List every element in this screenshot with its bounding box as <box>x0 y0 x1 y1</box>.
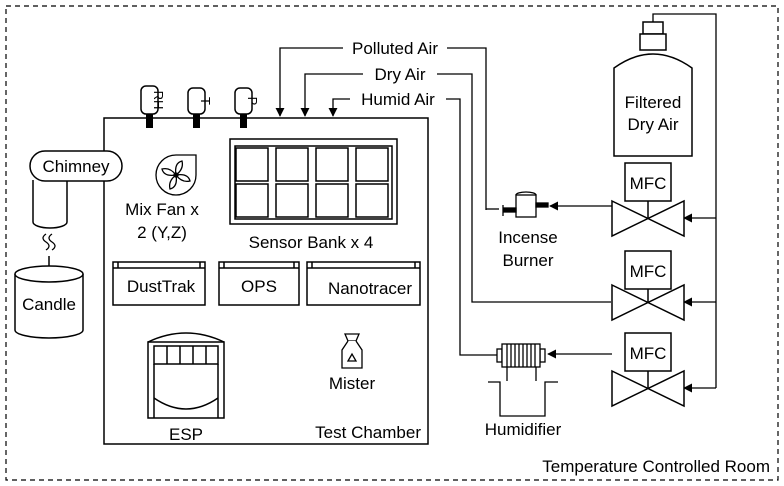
humid-air-line <box>328 98 498 356</box>
filtered-label-1: Filtered <box>625 93 682 112</box>
humidifier <box>488 343 558 417</box>
rh-sensor: RH <box>140 85 166 128</box>
mfc-3-label: MFC <box>630 344 667 363</box>
mix-fan-icon <box>155 154 197 196</box>
nanotracer-box <box>306 261 421 306</box>
polluted-air-label: Polluted Air <box>352 39 438 58</box>
room-boundary <box>5 5 779 481</box>
candle <box>14 256 84 339</box>
smoke-squiggle <box>42 233 56 251</box>
nanotracer-label: Nanotracer <box>328 279 412 298</box>
mfc-valve-2 <box>611 250 685 322</box>
test-chamber-box <box>103 117 429 445</box>
dry-air-label: Dry Air <box>375 65 426 84</box>
mix-fan-label-2: 2 (Y,Z) <box>137 223 187 242</box>
dry-air-line <box>300 73 611 303</box>
mister-label: Mister <box>329 374 376 393</box>
dusttrak-label: DustTrak <box>127 277 196 296</box>
mister-icon <box>341 333 363 369</box>
t-sensor: T <box>187 87 213 128</box>
incense-burner <box>502 191 549 218</box>
t-label: T <box>198 97 213 105</box>
supply-manifold <box>652 13 717 393</box>
rh-label: RH <box>151 91 166 110</box>
incense-label-2: Burner <box>502 251 553 270</box>
chimney-label: Chimney <box>42 157 110 176</box>
esp-device <box>147 332 225 419</box>
humidifier-label: Humidifier <box>485 420 562 439</box>
mfc-valve-3 <box>611 332 685 408</box>
esp-label: ESP <box>169 425 203 444</box>
mfc-1-label: MFC <box>630 174 667 193</box>
filtered-label-2: Dry Air <box>628 115 679 134</box>
p-sensor: P <box>234 87 260 128</box>
sensor-bank <box>229 138 398 225</box>
humid-air-label: Humid Air <box>361 90 435 109</box>
incense-label-1: Incense <box>498 228 558 247</box>
ops-box <box>218 261 300 306</box>
dusttrak-box <box>112 261 206 306</box>
mfc-2-label: MFC <box>630 262 667 281</box>
sensor-bank-label: Sensor Bank x 4 <box>249 233 374 252</box>
ops-label: OPS <box>241 277 277 296</box>
mfc-valve-1 <box>611 162 685 238</box>
mix-fan-label-1: Mix Fan x <box>125 200 199 219</box>
candle-label: Candle <box>22 295 76 314</box>
chimney <box>29 150 123 229</box>
filtered-dry-air-cylinder <box>613 21 693 157</box>
room-label: Temperature Controlled Room <box>542 457 770 476</box>
p-label: P <box>245 97 260 106</box>
test-chamber-label: Test Chamber <box>315 423 421 442</box>
